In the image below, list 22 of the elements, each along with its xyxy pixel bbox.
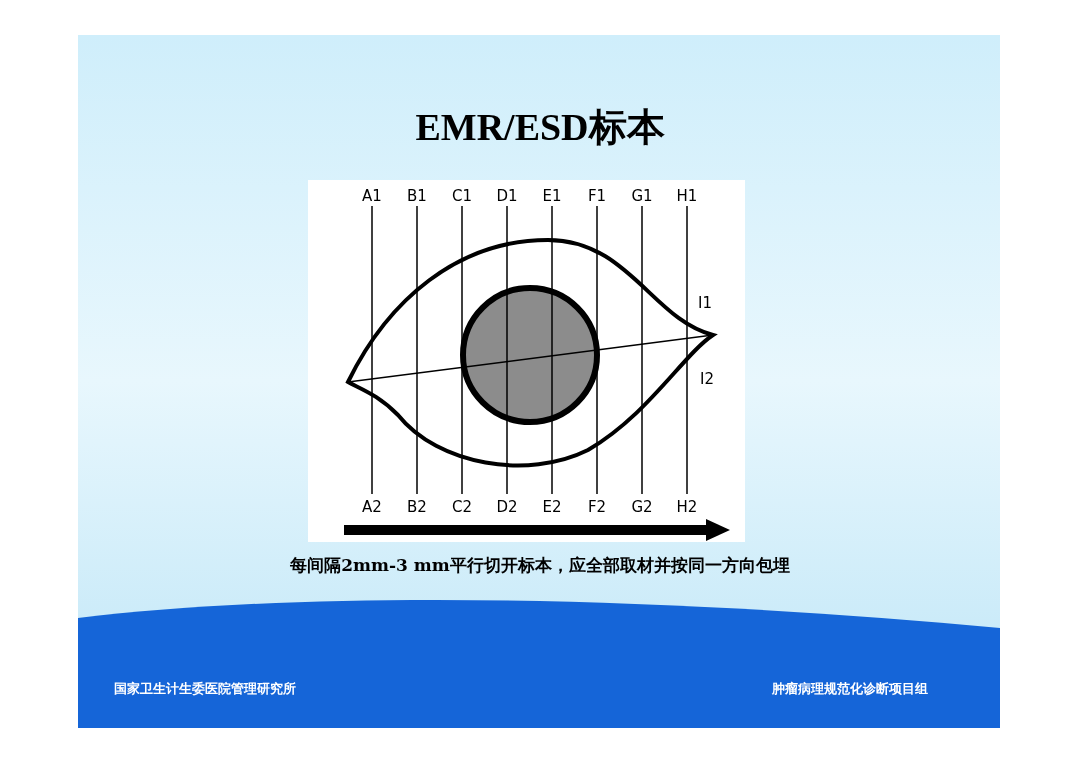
cut-label: A1 bbox=[362, 188, 382, 204]
slide-title: EMR/ESD标本 bbox=[414, 108, 666, 146]
cut-label: E1 bbox=[542, 188, 562, 204]
cut-label: C1 bbox=[452, 188, 472, 204]
cut-label: F1 bbox=[587, 188, 607, 204]
footer-text: 国家卫生计生委医院管理研究所 bbox=[114, 680, 296, 698]
cut-label: F2 bbox=[587, 499, 607, 515]
cut-label: I2 bbox=[700, 371, 714, 387]
cut-label: D2 bbox=[496, 499, 518, 515]
footer-text: 肿瘤病理规范化诊断项目组 bbox=[772, 680, 928, 698]
cut-label: E2 bbox=[542, 499, 562, 515]
cut-label: I1 bbox=[698, 295, 712, 311]
cut-label: B2 bbox=[407, 499, 427, 515]
caption: 每间隔2mm-3 mm平行切开标本，应全部取材并按同一方向包埋 bbox=[289, 554, 791, 577]
cut-label: H1 bbox=[676, 188, 698, 204]
cut-label: D1 bbox=[496, 188, 518, 204]
cut-label: H2 bbox=[676, 499, 698, 515]
cut-label: G1 bbox=[631, 188, 653, 204]
cut-label: A2 bbox=[362, 499, 382, 515]
cut-label: G2 bbox=[631, 499, 653, 515]
cut-label: B1 bbox=[407, 188, 427, 204]
cut-label: C2 bbox=[452, 499, 472, 515]
